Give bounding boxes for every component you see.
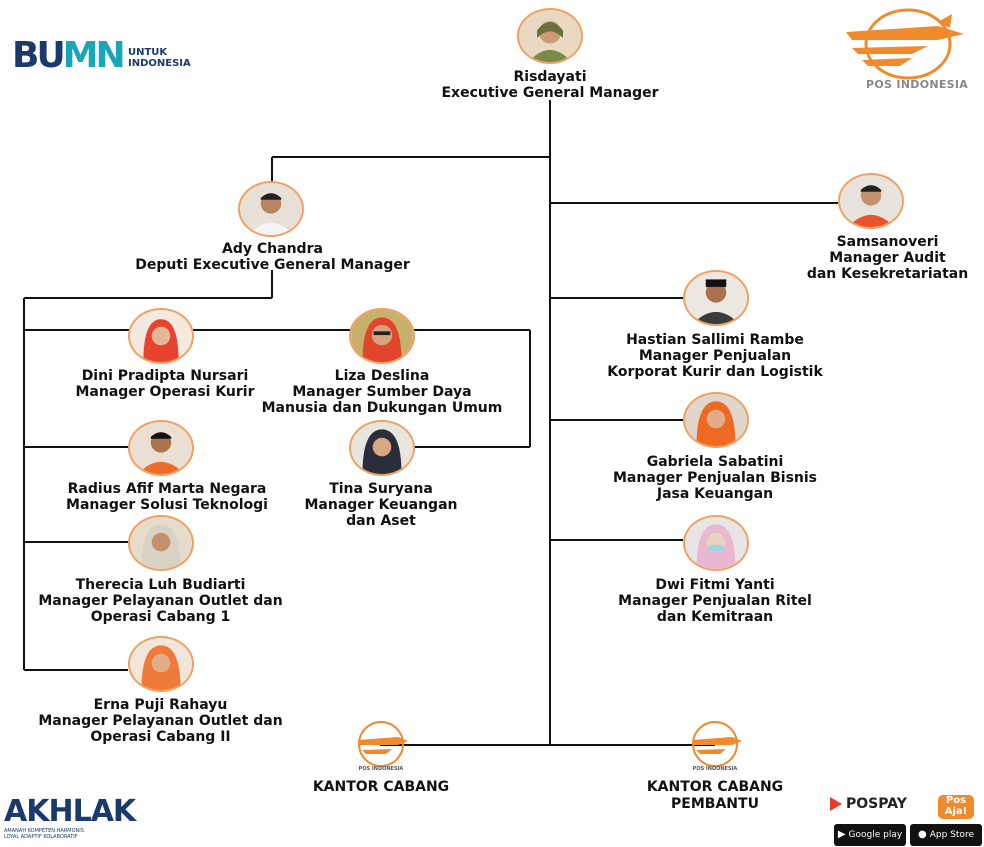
erna-name: Erna Puji Rahayu <box>93 697 228 713</box>
google-play-text: Google play <box>848 830 903 840</box>
akhlak-wordmark: AKHLAK <box>4 794 136 829</box>
samsanoveri-node: Samsanoveri Manager Audit dan Kesekretar… <box>800 234 975 282</box>
hastian-title-1: Manager Penjualan <box>638 348 792 364</box>
dini-avatar <box>128 308 194 364</box>
google-play-badge[interactable]: ▶Google play <box>834 824 906 846</box>
kantor-cabang-pembantu-logo-text: POS INDONESIA <box>693 766 738 772</box>
dini-node: Dini Pradipta Nursari Manager Operasi Ku… <box>40 368 290 400</box>
egm-title: Executive General Manager <box>441 85 659 101</box>
radius-title: Manager Solusi Teknologi <box>66 497 268 513</box>
app-store-text: App Store <box>929 830 974 840</box>
erna-node: Erna Puji Rahayu Manager Pelayanan Outle… <box>18 697 303 745</box>
dwi-title-1: Manager Penjualan Ritel <box>618 593 812 609</box>
kantor-cabang-pembantu-label: KANTOR CABANG PEMBANTU <box>620 779 810 813</box>
radius-node: Radius Afif Marta Negara Manager Solusi … <box>36 481 298 513</box>
tina-node: Tina Suryana Manager Keuangan dan Aset <box>280 481 482 529</box>
samsanoveri-title-1: Manager Audit <box>829 250 946 266</box>
samsanoveri-name: Samsanoveri <box>836 234 939 250</box>
gabriela-title-2: Jasa Keuangan <box>656 486 774 502</box>
pospay-logo: POSPAY <box>830 796 907 818</box>
apple-icon: ● <box>918 829 927 840</box>
pospay-text: POSPAY <box>846 796 907 812</box>
tina-title-2: dan Aset <box>346 513 416 529</box>
samsanoveri-avatar <box>838 173 904 229</box>
gabriela-node: Gabriela Sabatini Manager Penjualan Bisn… <box>590 454 840 502</box>
bumn-wordmark: BUMN <box>12 35 126 76</box>
bumn-suffix: MN <box>62 35 126 76</box>
egm-name: Risdayati <box>513 69 587 85</box>
egm-avatar <box>517 8 583 64</box>
kantor-cabang-pembantu-label-2: PEMBANTU <box>671 796 759 812</box>
liza-avatar <box>349 308 415 364</box>
bumn-prefix: BU <box>12 35 66 76</box>
app-store-badge[interactable]: ●App Store <box>910 824 982 846</box>
tina-avatar <box>349 420 415 476</box>
egm-node: Risdayati Executive General Manager <box>400 69 700 101</box>
therecia-title-2: Operasi Cabang 1 <box>90 609 231 625</box>
bumn-tagline-2: INDONESIA <box>128 58 191 69</box>
therecia-node: Therecia Luh Budiarti Manager Pelayanan … <box>18 577 303 625</box>
dwi-title-2: dan Kemitraan <box>656 609 774 625</box>
gabriela-name: Gabriela Sabatini <box>646 454 784 470</box>
radius-avatar <box>128 420 194 476</box>
akhlak-values-1: AMANAH KOMPETEN HARMONIS <box>4 828 84 834</box>
gabriela-title-1: Manager Penjualan Bisnis <box>612 470 817 486</box>
kantor-cabang-pembantu-label-1: KANTOR CABANG <box>646 779 784 795</box>
liza-name: Liza Deslina <box>334 368 430 384</box>
hastian-title-2: Korporat Kurir dan Logistik <box>607 364 823 380</box>
posaja-line-1: Pos <box>945 795 967 806</box>
liza-title-1: Manager Sumber Daya <box>292 384 472 400</box>
bumn-tagline-1: UNTUK <box>128 47 168 58</box>
samsanoveri-title-2: dan Kesekretariatan <box>806 266 969 282</box>
deputy-name: Ady Chandra <box>222 241 323 257</box>
therecia-name: Therecia Luh Budiarti <box>75 577 246 593</box>
kantor-cabang-pembantu-logo-icon: POS INDONESIA <box>692 721 742 772</box>
erna-title-1: Manager Pelayanan Outlet dan <box>38 713 283 729</box>
akhlak-values-2: LOYAL ADAPTIF KOLABORATIF <box>4 834 78 840</box>
pos-indonesia-logo-text: POS INDONESIA <box>866 78 969 91</box>
bumn-logo: BUMN UNTUK INDONESIA <box>12 36 212 78</box>
bumn-tagline: UNTUK INDONESIA <box>128 47 191 69</box>
erna-avatar <box>128 636 194 692</box>
pospay-arrow-icon <box>830 797 842 811</box>
hastian-avatar <box>683 270 749 326</box>
dwi-node: Dwi Fitmi Yanti Manager Penjualan Ritel … <box>600 577 830 625</box>
hastian-node: Hastian Sallimi Rambe Manager Penjualan … <box>585 332 845 380</box>
radius-name: Radius Afif Marta Negara <box>67 481 267 497</box>
dwi-name: Dwi Fitmi Yanti <box>655 577 775 593</box>
therecia-title-1: Manager Pelayanan Outlet dan <box>38 593 283 609</box>
deputy-title: Deputi Executive General Manager <box>135 257 410 273</box>
erna-title-2: Operasi Cabang II <box>90 729 231 745</box>
hastian-name: Hastian Sallimi Rambe <box>626 332 804 348</box>
kantor-cabang-label: KANTOR CABANG <box>312 779 450 795</box>
liza-title-2: Manusia dan Dukungan Umum <box>261 400 503 416</box>
dwi-avatar <box>683 515 749 571</box>
tina-title-1: Manager Keuangan <box>304 497 458 513</box>
gabriela-avatar <box>683 392 749 448</box>
akhlak-logo: AKHLAK AMANAH KOMPETEN HARMONIS LOYAL AD… <box>4 796 144 846</box>
tina-name: Tina Suryana <box>329 481 433 497</box>
therecia-avatar <box>128 515 194 571</box>
kantor-cabang-logo-text: POS INDONESIA <box>359 766 404 772</box>
deputy-node: Ady Chandra Deputi Executive General Man… <box>110 241 435 273</box>
kantor-cabang-logo-icon: POS INDONESIA <box>358 721 408 772</box>
deputy-avatar <box>238 181 304 237</box>
posaja-logo: Pos Aja! <box>938 795 974 819</box>
liza-node: Liza Deslina Manager Sumber Daya Manusia… <box>238 368 526 416</box>
posaja-line-2: Aja! <box>944 806 968 817</box>
play-triangle-icon: ▶ <box>837 829 846 840</box>
dini-title: Manager Operasi Kurir <box>75 384 255 400</box>
dini-name: Dini Pradipta Nursari <box>81 368 249 384</box>
pos-indonesia-bird-icon <box>846 8 964 80</box>
